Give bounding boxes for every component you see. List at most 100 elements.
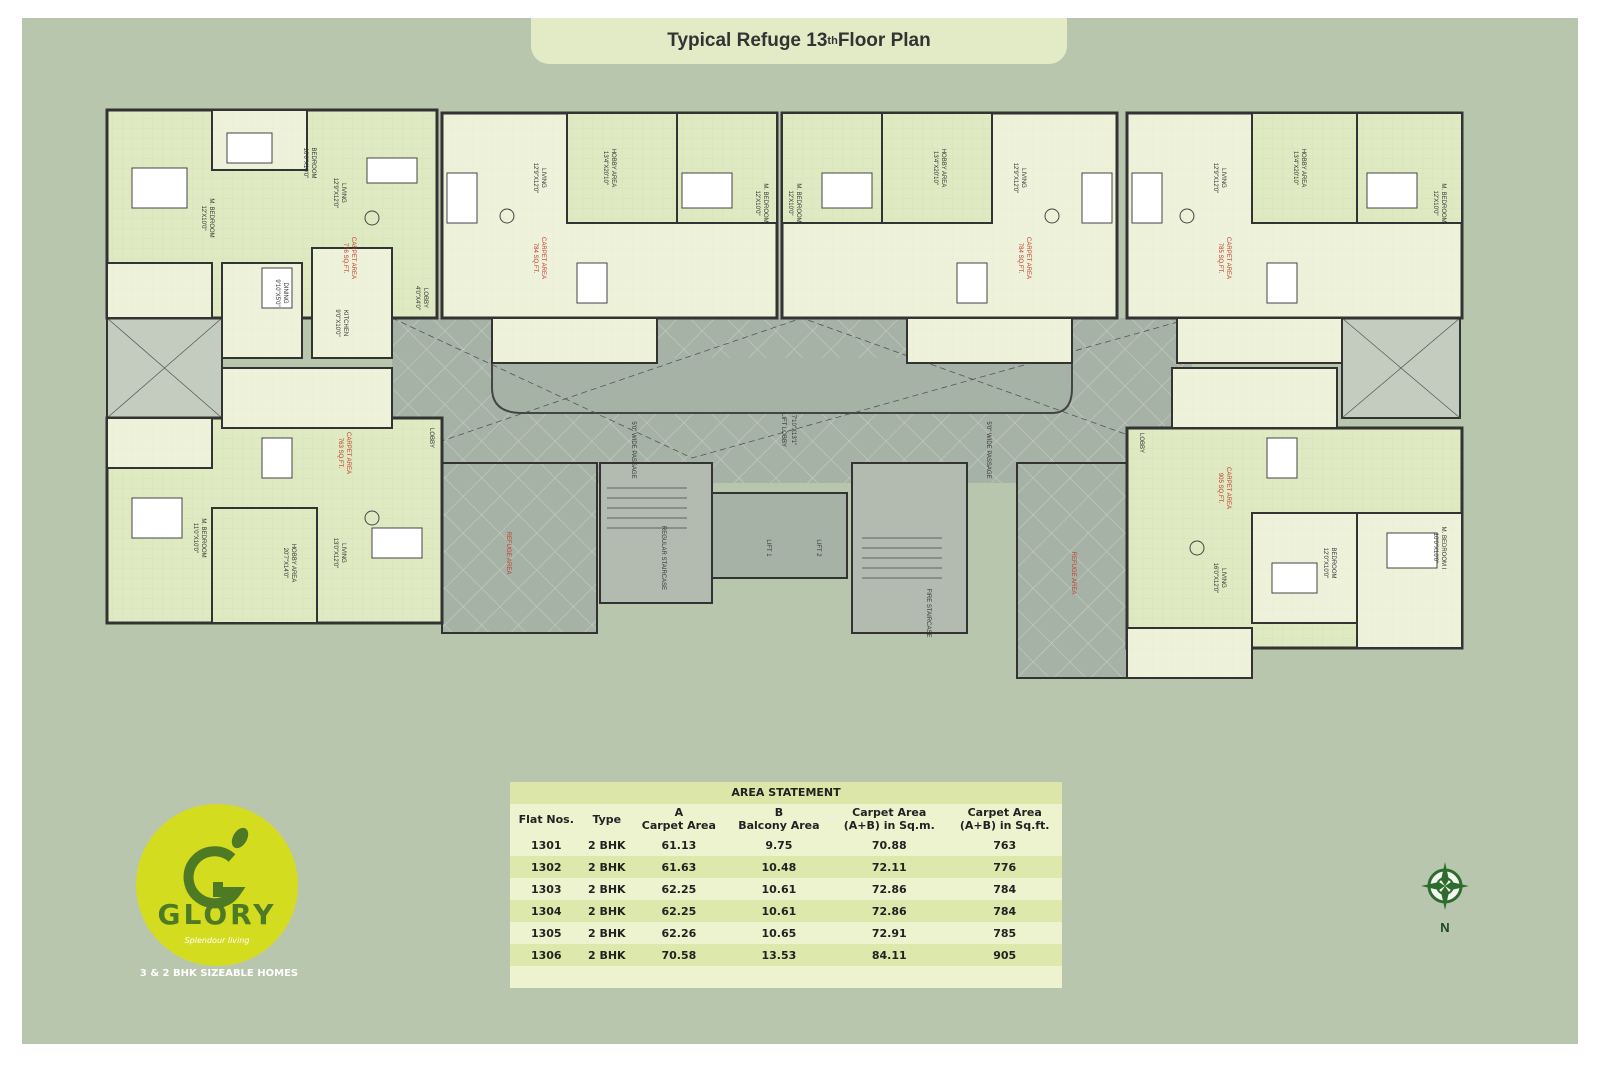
svg-text:BEDROOM: BEDROOM bbox=[310, 147, 316, 178]
svg-text:M. BEDROOM: M. BEDROOM bbox=[762, 183, 768, 222]
flat-upper-right: LIVING 12'9"X12'0" HOBBY AREA 13'4"X20'1… bbox=[1125, 111, 1464, 364]
svg-text:CARPET AREA: CARPET AREA bbox=[350, 237, 356, 279]
svg-text:13'0"X12'0": 13'0"X12'0" bbox=[332, 538, 338, 569]
svg-text:10'0"X10'0": 10'0"X10'0" bbox=[1432, 533, 1438, 564]
regular-staircase bbox=[599, 462, 713, 604]
corridor-void bbox=[491, 358, 1073, 414]
glory-logo: GLORY Splendour living bbox=[136, 804, 298, 966]
svg-text:DINING: DINING bbox=[282, 283, 288, 304]
logo-g-mark bbox=[183, 827, 249, 909]
svg-text:M. BEDROOM: M. BEDROOM bbox=[1440, 183, 1446, 222]
svg-text:CARPET AREA: CARPET AREA bbox=[1025, 237, 1031, 279]
svg-text:905 SQ.FT.: 905 SQ.FT. bbox=[1217, 473, 1223, 504]
svg-text:LIVING: LIVING bbox=[340, 543, 346, 563]
svg-text:LOBBY: LOBBY bbox=[1138, 433, 1144, 453]
svg-text:11'0"X10'0": 11'0"X10'0" bbox=[192, 523, 198, 553]
svg-text:CARPET AREA: CARPET AREA bbox=[345, 432, 351, 474]
col-header: Type bbox=[592, 812, 622, 826]
svg-text:12'9"X12'0": 12'9"X12'0" bbox=[1012, 163, 1018, 194]
refuge-area-right bbox=[1016, 462, 1130, 679]
svg-text:12'9"X12'0": 12'9"X12'0" bbox=[1212, 163, 1218, 194]
title-suffix: Floor Plan bbox=[837, 30, 931, 51]
passage-left-label: 5'0" WIDE PASSAGE bbox=[630, 421, 636, 478]
refuge-right-label: REFUGE AREA bbox=[1070, 552, 1076, 595]
svg-text:BEDROOM: BEDROOM bbox=[1330, 547, 1336, 578]
area-statement-title: AREA STATEMENT bbox=[510, 782, 1062, 804]
svg-text:13'4"X20'10": 13'4"X20'10" bbox=[1292, 151, 1298, 185]
tagline: 3 & 2 BHK SIZEABLE HOMES bbox=[139, 968, 299, 979]
flat-upper-center-1: LIVING 12'9"X12'0" HOBBY AREA 13'4"X20'1… bbox=[440, 111, 779, 364]
svg-text:12'0"X10'0": 12'0"X10'0" bbox=[1322, 548, 1328, 579]
regular-staircase-label: REGULAR STAIRCASE bbox=[660, 526, 666, 590]
svg-text:784 SQ.FT.: 784 SQ.FT. bbox=[1017, 243, 1023, 274]
refuge-left-label: REFUGE AREA bbox=[505, 532, 511, 575]
compass-n-label: N bbox=[1440, 920, 1449, 935]
svg-text:KITCHEN: KITCHEN bbox=[342, 310, 348, 336]
lift-lobby-size: 7'10"X13'1" bbox=[790, 415, 796, 446]
col-header: Flat Nos. bbox=[518, 812, 574, 826]
svg-text:CARPET AREA: CARPET AREA bbox=[1225, 467, 1231, 509]
svg-text:LIVING: LIVING bbox=[1220, 168, 1226, 188]
svg-text:CARPET AREA: CARPET AREA bbox=[1225, 237, 1231, 279]
flat-upper-center-2: HOBBY AREA 13'4"X20'10" LIVING 12'9"X12'… bbox=[780, 111, 1119, 364]
svg-text:LIVING: LIVING bbox=[340, 183, 346, 203]
svg-text:M. BEDROOM I: M. BEDROOM I bbox=[1440, 527, 1446, 570]
lift-lobby-label: LIFT LOBBY bbox=[780, 413, 786, 447]
svg-text:HOBBY AREA: HOBBY AREA bbox=[290, 544, 296, 583]
svg-text:784 SQ.FT.: 784 SQ.FT. bbox=[532, 243, 538, 274]
svg-text:LIVING: LIVING bbox=[540, 168, 546, 188]
svg-text:LOBBY: LOBBY bbox=[422, 288, 428, 308]
svg-text:LOBBY: LOBBY bbox=[428, 428, 434, 448]
lift1-label: LIFT 1 bbox=[765, 539, 771, 557]
flat-lower-left: M. BEDROOM 11'0"X10'0" HOBBY AREA 20'7"X… bbox=[105, 367, 444, 625]
svg-text:12'9"X12'0": 12'9"X12'0" bbox=[332, 178, 338, 209]
svg-text:13'4"X20'10": 13'4"X20'10" bbox=[932, 151, 938, 185]
fire-staircase-label: FIRE STAIRCASE bbox=[925, 589, 931, 638]
svg-text:12'9"X12'0": 12'9"X12'0" bbox=[532, 163, 538, 194]
svg-text:M. BEDROOM: M. BEDROOM bbox=[200, 518, 206, 557]
svg-text:9'0"X10'0": 9'0"X10'0" bbox=[334, 309, 340, 336]
svg-text:20'7"X14'0": 20'7"X14'0" bbox=[282, 548, 288, 579]
title-sup: th bbox=[827, 35, 838, 47]
svg-text:12'X10'0": 12'X10'0" bbox=[200, 205, 206, 230]
svg-text:M. BEDROOM: M. BEDROOM bbox=[208, 198, 214, 237]
svg-text:HOBBY AREA: HOBBY AREA bbox=[1300, 149, 1306, 188]
col-header: Carpet Area(A+B) in Sq.m. bbox=[843, 806, 935, 832]
svg-text:CARPET AREA: CARPET AREA bbox=[540, 237, 546, 279]
lift2-label: LIFT 2 bbox=[815, 539, 821, 557]
logo-word: GLORY bbox=[157, 898, 277, 931]
flat-lower-right: LIVING 16'0"X12'0" BEDROOM 12'0"X10'0" M… bbox=[1125, 367, 1464, 679]
col-header: Carpet Area(A+B) in Sq.ft. bbox=[959, 806, 1050, 832]
svg-text:4'0"X4'0": 4'0"X4'0" bbox=[414, 286, 420, 310]
svg-text:776 SQ.FT.: 776 SQ.FT. bbox=[342, 243, 348, 274]
flat-upper-left: M. BEDROOM 12'X10'0" BEDROOM 10'0"X10'0"… bbox=[105, 108, 439, 359]
svg-text:13'4"X20'10": 13'4"X20'10" bbox=[602, 151, 608, 185]
refuge-area-left bbox=[441, 462, 598, 634]
logo-subtitle: Splendour living bbox=[184, 936, 250, 945]
svg-text:785 SQ.FT.: 785 SQ.FT. bbox=[1217, 243, 1223, 274]
passage-right-label: 5'0" WIDE PASSAGE bbox=[985, 421, 991, 478]
svg-text:M. BEDROOM: M. BEDROOM bbox=[795, 183, 801, 222]
svg-text:HOBBY AREA: HOBBY AREA bbox=[610, 149, 616, 188]
svg-text:LIVING: LIVING bbox=[1020, 168, 1026, 188]
svg-text:16'0"X12'0": 16'0"X12'0" bbox=[1212, 563, 1218, 594]
svg-text:12'X10'0": 12'X10'0" bbox=[787, 190, 793, 215]
svg-text:12'X10'0": 12'X10'0" bbox=[1432, 190, 1438, 215]
floor-plan: REFUGE AREA REFUGE AREA REGULAR STAIRCAS… bbox=[105, 108, 1464, 679]
svg-text:10'0"X10'0": 10'0"X10'0" bbox=[302, 148, 308, 179]
svg-text:HOBBY AREA: HOBBY AREA bbox=[940, 149, 946, 188]
lift-core bbox=[711, 492, 848, 579]
svg-text:763 SQ.FT.: 763 SQ.FT. bbox=[337, 438, 343, 469]
